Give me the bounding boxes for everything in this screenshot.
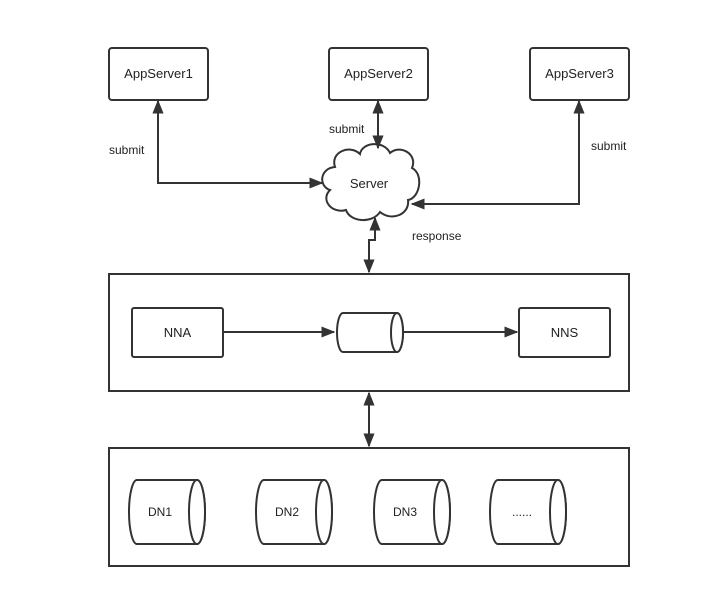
appserver1-label: AppServer1 — [124, 66, 193, 81]
response-label: response — [412, 229, 462, 243]
nna-label: NNA — [164, 325, 192, 340]
datanode-group: DN1 DN2 DN3 ...... — [108, 447, 630, 567]
dn1-cylinder: DN1 — [128, 479, 206, 545]
dn3-cylinder: DN3 — [373, 479, 451, 545]
appserver2-node: AppServer2 — [328, 47, 429, 101]
queue-cylinder — [336, 312, 404, 353]
appserver1-server-edge — [152, 99, 324, 189]
server-cloud-shape — [321, 143, 421, 221]
dn1-label: DN1 — [148, 505, 172, 519]
dn-more-label: ...... — [512, 505, 532, 519]
submit-middle-label: submit — [329, 122, 365, 136]
dn2-label: DN2 — [275, 505, 299, 519]
dn-more-cylinder: ...... — [489, 479, 567, 545]
submit-left-label: submit — [109, 143, 145, 157]
server-node: Server — [321, 143, 421, 221]
server-namenode-edge — [363, 216, 381, 274]
dn2-cylinder: DN2 — [255, 479, 333, 545]
dn3-label: DN3 — [393, 505, 417, 519]
appserver2-label: AppServer2 — [344, 66, 413, 81]
namenode-group: NNA NNS — [108, 273, 630, 392]
appserver3-label: AppServer3 — [545, 66, 614, 81]
appserver1-node: AppServer1 — [108, 47, 209, 101]
submit-right-label: submit — [591, 139, 627, 153]
appserver3-node: AppServer3 — [529, 47, 630, 101]
nns-label: NNS — [551, 325, 579, 340]
server-label: Server — [350, 176, 389, 191]
appserver3-server-edge — [410, 99, 585, 210]
nna-node: NNA — [131, 307, 224, 358]
nns-node: NNS — [518, 307, 611, 358]
